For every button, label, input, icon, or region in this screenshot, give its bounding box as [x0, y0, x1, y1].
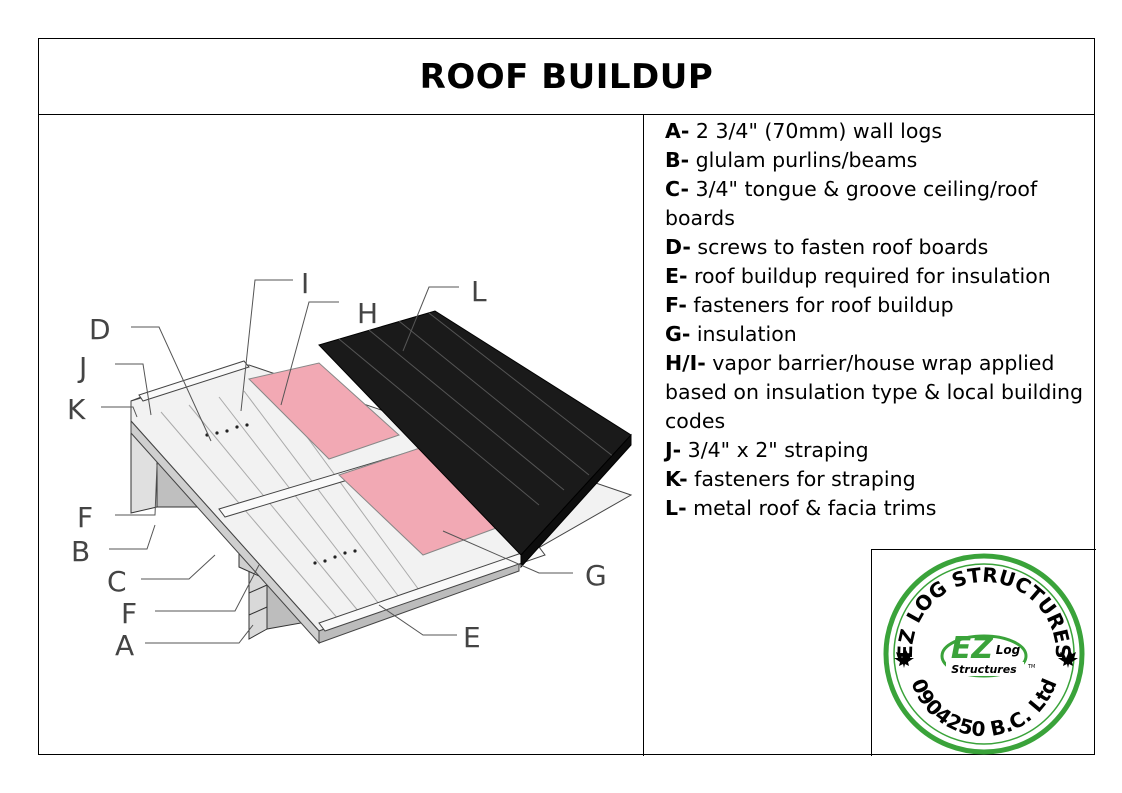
label-l: L [471, 275, 487, 308]
label-c: C [107, 565, 127, 598]
legend-item: F- fasteners for roof buildup [665, 293, 954, 317]
label-f-upper: F [77, 501, 93, 534]
legend-item: L- metal roof & facia trims [665, 496, 937, 520]
legend: A- 2 3/4" (70mm) wall logs B- glulam pur… [665, 117, 1093, 523]
label-k: K [67, 393, 86, 426]
legend-item: G- insulation [665, 322, 797, 346]
maple-leaf-icon [1058, 650, 1078, 668]
company-seal-logo: EZ LOG STRUCTURES 0904250 B.C. Ltd EZ Lo… [883, 553, 1085, 755]
legend-item: A- 2 3/4" (70mm) wall logs [665, 119, 943, 143]
label-e: E [463, 621, 481, 654]
legend-item: C- 3/4" tongue & groove ceiling/roof boa… [665, 177, 1038, 230]
maple-leaf-icon [894, 650, 914, 668]
label-a: A [115, 629, 134, 662]
svg-text:Log: Log [996, 643, 1021, 657]
title-row: ROOF BUILDUP [39, 39, 1094, 115]
vertical-divider [643, 115, 644, 756]
legend-item: K- fasteners for straping [665, 467, 916, 491]
label-g: G [585, 559, 607, 592]
drawing-frame: ROOF BUILDUP [38, 38, 1096, 756]
legend-item: B- glulam purlins/beams [665, 148, 918, 172]
legend-item: E- roof buildup required for insulation [665, 264, 1051, 288]
legend-item: J- 3/4" x 2" straping [665, 438, 869, 462]
label-i: I [301, 267, 309, 300]
svg-text:TM: TM [1027, 664, 1035, 670]
ez-log-brand-mark: EZ Log Structures TM [940, 631, 1035, 678]
metal-roof [318, 310, 632, 569]
legend-item: H/I- vapor barrier/house wrap applied ba… [665, 351, 1084, 433]
page-title: ROOF BUILDUP [419, 56, 714, 97]
label-d: D [89, 313, 111, 346]
logo-bottom-text: 0904250 B.C. Ltd [906, 675, 1061, 741]
svg-text:EZ: EZ [951, 631, 994, 666]
label-h: H [357, 297, 378, 330]
label-j: J [77, 351, 87, 384]
label-f-lower: F [121, 597, 137, 630]
leader-lines [101, 279, 573, 644]
svg-text:0904250 B.C. Ltd: 0904250 B.C. Ltd [906, 675, 1061, 741]
legend-item: D- screws to fasten roof boards [665, 235, 989, 259]
logo-box: EZ LOG STRUCTURES 0904250 B.C. Ltd EZ Lo… [871, 549, 1096, 756]
svg-text:Structures: Structures [951, 663, 1017, 676]
label-b: B [71, 535, 90, 568]
insulation [248, 362, 500, 556]
roof-diagram: I H L D J K F B C F A G E [67, 267, 633, 662]
